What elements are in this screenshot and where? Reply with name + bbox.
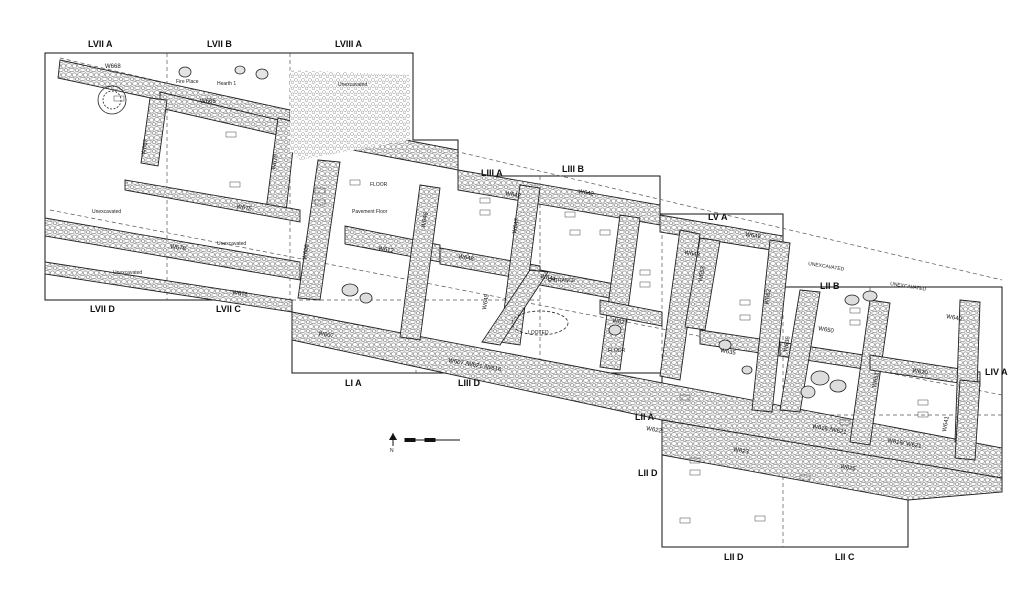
- wall-label-w627: W627: [612, 318, 629, 327]
- wall-label-w636: W636: [783, 335, 792, 352]
- label-lviib: LVII B: [207, 39, 232, 49]
- wall-label-w625: W625: [840, 464, 857, 473]
- note-unexcavated-1: Unexcavated: [338, 82, 367, 88]
- wall-w651: [849, 299, 891, 446]
- note-hearth: Hearth 1: [217, 81, 236, 87]
- locus-markers: [113, 95, 929, 524]
- wall-w627: [599, 299, 663, 327]
- wall-w675: [124, 179, 301, 223]
- wall-w607: [291, 311, 1003, 479]
- note-unexcavated-5: UNEXCAVATED: [808, 261, 845, 273]
- wall-labels: W668 W666 W667 W670 W675 W676 W678 W606 …: [105, 64, 963, 473]
- north-label: N: [390, 448, 394, 454]
- label-lva: LV A: [708, 212, 728, 222]
- wall-label-w650: W650: [818, 326, 835, 335]
- walls: [44, 59, 1003, 501]
- wall-w606: [297, 159, 341, 301]
- installations: [97, 65, 878, 399]
- grid-square-labels: LVII A LVII B LVIII A LVII D LVII C LIII…: [88, 39, 1008, 562]
- boulder: [178, 66, 192, 78]
- wall-label-w675: W675: [236, 204, 253, 213]
- note-fireplace: Fire Place: [176, 79, 199, 85]
- hearth-pit: [97, 85, 127, 115]
- wall-label-w641: W641: [942, 415, 951, 432]
- wall-w678: [44, 217, 301, 281]
- wall-label-w651: W651: [872, 371, 881, 388]
- wall-label-w606: W606: [302, 243, 311, 260]
- wall-w653: [659, 229, 701, 381]
- label-liid-side: LII D: [638, 468, 658, 478]
- label-liiia: LIII A: [481, 168, 503, 178]
- note-entrance: ENTRANCE: [548, 278, 576, 284]
- wall-label-w622: W622: [646, 426, 663, 435]
- wall-label-w644: W644: [540, 274, 557, 283]
- wall-w644: [539, 269, 621, 301]
- label-liia: LII A: [635, 412, 655, 422]
- wall-label-w649: W649: [745, 232, 762, 240]
- wall-label-w668: W668: [105, 64, 121, 70]
- wall-label-w647: W647: [512, 217, 521, 234]
- note-unexcavated-3: Unexcavated: [217, 241, 246, 247]
- wall-label-w640: W640: [946, 314, 963, 323]
- wall-label-w646: W646: [421, 211, 430, 228]
- wall-label-w623: W623: [733, 447, 750, 456]
- wall-label-w653: W653: [698, 265, 707, 282]
- wall-w645: [481, 269, 549, 346]
- wall-label-w670: W670: [271, 153, 280, 170]
- label-liiib: LIII B: [562, 164, 584, 174]
- note-looted: LOOTED: [528, 330, 549, 336]
- wall-label-w635: W635: [720, 348, 737, 357]
- scale-bar: [404, 438, 460, 442]
- label-liid-bottom: LII D: [724, 552, 744, 562]
- wall-label-w652: W652: [764, 288, 773, 305]
- wall-w650: [779, 289, 821, 413]
- wall-label-w642b: W642: [578, 189, 595, 198]
- wall-label-w676: W676: [232, 290, 249, 298]
- label-lviic: LVII C: [216, 304, 241, 314]
- note-floor-2: FLOOR: [608, 348, 626, 354]
- wall-label-w642a: W642: [505, 191, 522, 200]
- looted-pit: [511, 310, 569, 336]
- wall-label-w666: W666: [200, 99, 216, 105]
- wall-label-w612: W612: [378, 246, 395, 255]
- label-lviiia: LVIII A: [335, 39, 363, 49]
- note-unexcavated-6: UNEXCAVATED: [890, 281, 927, 293]
- wall-label-w607a: W607: [318, 331, 335, 340]
- wall-label-w620: W620: [912, 368, 929, 377]
- wall-w643: [684, 237, 721, 331]
- area-notes: Unexcavated Unexcavated Unexcavated Unex…: [92, 79, 927, 354]
- note-unexcavated-4: Unexcavated: [113, 270, 142, 276]
- label-liib: LII B: [820, 281, 840, 291]
- wall-label-w667: W667: [141, 138, 150, 155]
- wall-w667: [140, 97, 168, 167]
- north-arrow-icon: N: [389, 433, 397, 454]
- note-paving: Pavement Floor: [352, 209, 388, 215]
- wall-w646: [399, 184, 441, 341]
- label-liiid: LIII D: [458, 378, 480, 388]
- wall-label-w645: W645: [482, 293, 491, 310]
- wall-label-w643: W643: [684, 250, 701, 259]
- wall-w652: [751, 239, 791, 413]
- note-floor-1: FLOOR: [370, 182, 388, 188]
- label-liva: LIV A: [985, 367, 1008, 377]
- excavation-boundaries: [44, 52, 1003, 548]
- label-lviia: LVII A: [88, 39, 113, 49]
- label-liic: LII C: [835, 552, 855, 562]
- label-lia: LI A: [345, 378, 362, 388]
- wall-label-w678: W678: [170, 244, 187, 252]
- wall-w641: [954, 379, 981, 461]
- wall-label-w648: W648: [458, 254, 475, 263]
- label-lviid: LVII D: [90, 304, 115, 314]
- pavement-floor: [290, 70, 410, 160]
- wall-w625: [661, 419, 1003, 501]
- note-unexcavated-2: Unexcavated: [92, 209, 121, 215]
